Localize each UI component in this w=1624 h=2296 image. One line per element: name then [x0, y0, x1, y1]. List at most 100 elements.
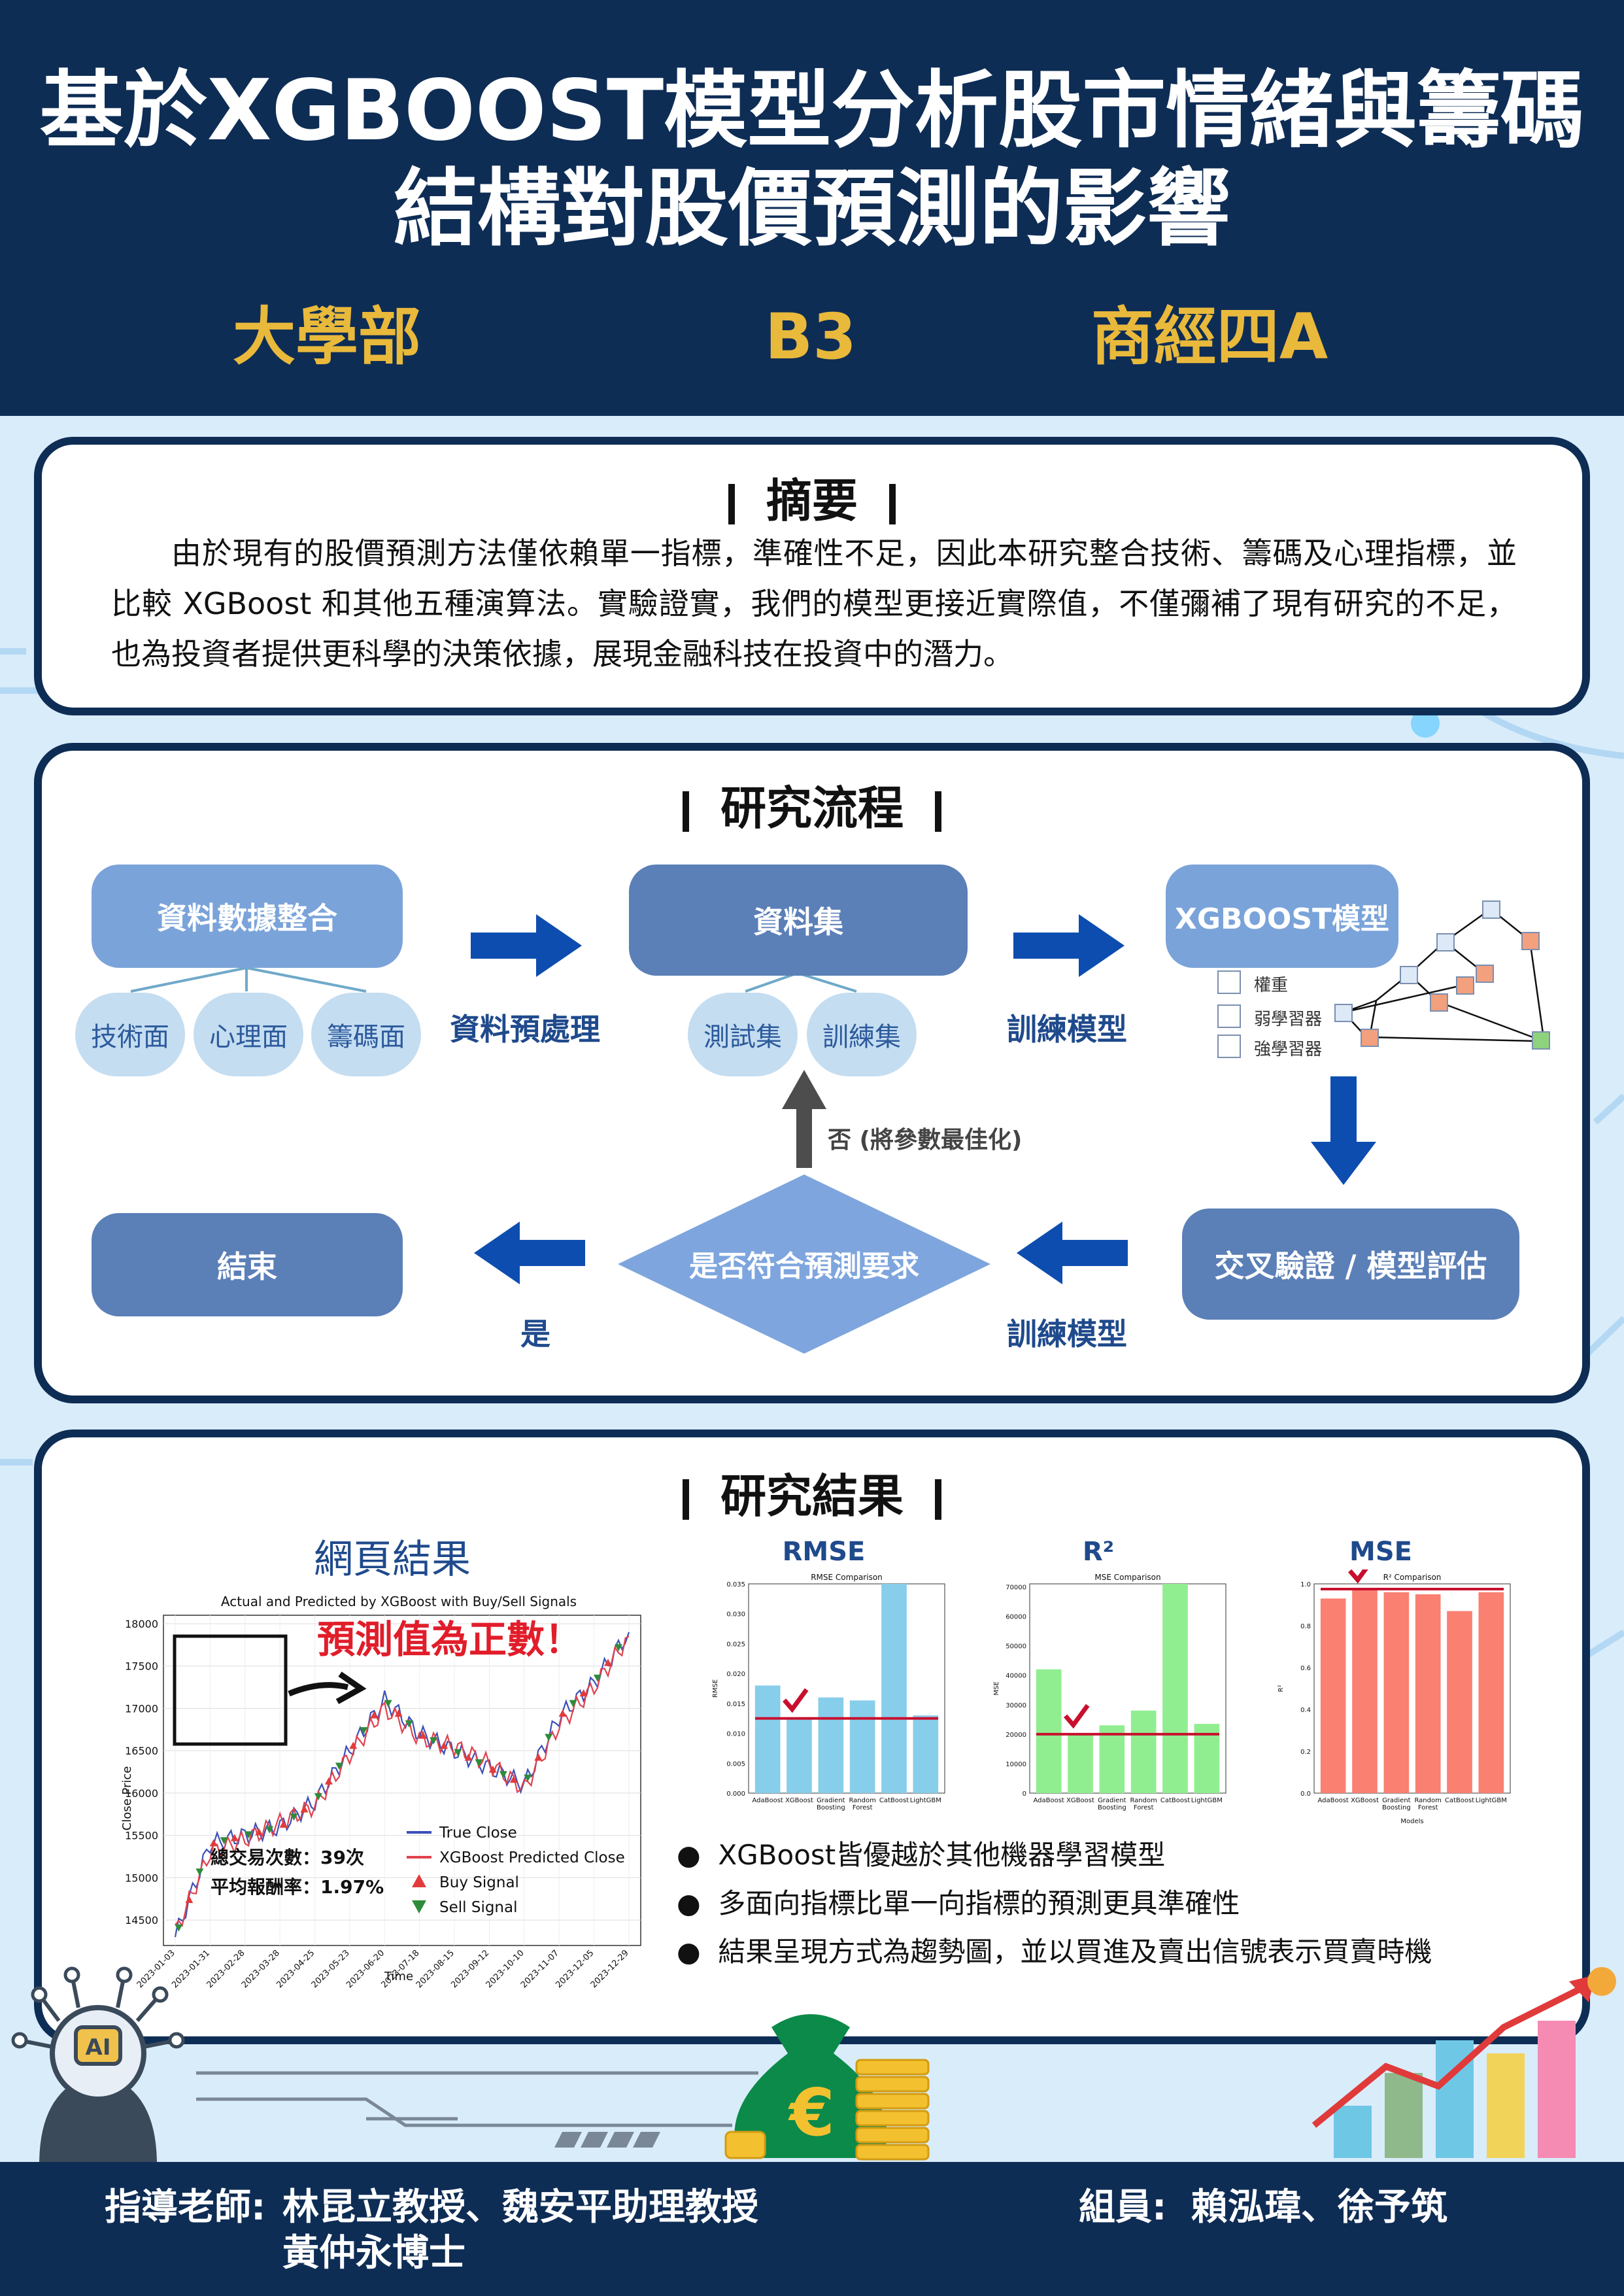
sell-signal-marker — [265, 1826, 274, 1834]
buy-signal-marker — [209, 1839, 218, 1847]
y-tick-label: 17000 — [125, 1702, 158, 1715]
bar-chart-frame — [1029, 1583, 1226, 1794]
buy-signal-marker — [300, 1805, 309, 1813]
y-tick-label: 0.020 — [726, 1671, 745, 1678]
sell-signal-marker — [360, 1727, 368, 1735]
bar — [1320, 1598, 1346, 1793]
legend-weight: 權重 — [1254, 976, 1289, 995]
legend-sell-signal: Sell Signal — [439, 1899, 518, 1916]
cross-validation-box: 交叉驗證 / 模型評估 — [1182, 1208, 1519, 1320]
buy-signal-marker — [509, 1775, 518, 1783]
r2-heading: R² — [1082, 1537, 1115, 1567]
results-bullet: ● 結果呈現方式為趨勢圖，並以買進及賣出信號表示買賣時機 — [677, 1936, 1432, 1968]
x-tick-label: Random — [1130, 1797, 1157, 1804]
x-tick-label: Gradient — [1382, 1797, 1411, 1804]
x-tick-label: Boosting — [1382, 1804, 1411, 1811]
rmse-bar-chart: RMSE Comparison0.0000.0050.0100.0150.020… — [712, 1573, 945, 1811]
buy-signal-marker — [349, 1741, 358, 1749]
y-tick-label: 0.025 — [726, 1641, 745, 1648]
buy-signal-marker — [440, 1741, 448, 1749]
end-box: 結束 — [92, 1213, 403, 1316]
checkmark-icon — [1348, 1569, 1368, 1584]
x-tick-label: XGBoost — [1066, 1797, 1094, 1804]
y-tick-label: 0.4 — [1300, 1707, 1311, 1714]
data-integration-box: 資料數據整合 — [92, 865, 403, 968]
y-tick-label: 10000 — [1006, 1761, 1026, 1768]
poster-title-line-2: 結構對股價預測的影響 — [393, 160, 1230, 258]
line-chart-xlabel: Time — [384, 1970, 413, 1983]
x-tick-label: Random — [1414, 1797, 1441, 1804]
growth-chart-icon — [1311, 1967, 1616, 2158]
buy-signal-marker — [324, 1777, 333, 1785]
x-tick-label: AdaBoost — [752, 1797, 783, 1804]
bar-chart-title: MSE Comparison — [1094, 1573, 1160, 1582]
web-results-heading: 網頁結果 — [314, 1537, 471, 1583]
bar — [913, 1715, 939, 1793]
line-chart-legend: True Close XGBoost Predicted Close Buy S… — [407, 1825, 625, 1916]
arrow-right-icon — [471, 914, 582, 977]
x-tick-label: Boosting — [1098, 1804, 1126, 1811]
y-tick-label: 50000 — [1006, 1643, 1026, 1651]
r2-bar-chart: R² Comparison0.00.20.40.60.81.0R²AdaBoos… — [1277, 1569, 1511, 1825]
bullet-text: 多面向指標比單一向指標的預測更具準確性 — [718, 1887, 1240, 1919]
legend-predicted-close: XGBoost Predicted Close — [439, 1849, 625, 1866]
y-tick-label: 18000 — [125, 1618, 158, 1630]
x-tick-label: Gradient — [1098, 1797, 1126, 1804]
decor-illustrations: AI € — [11, 1966, 1616, 2165]
circuit-lines — [196, 2071, 758, 2127]
decision-label: 是否符合預測要求 — [689, 1250, 919, 1283]
buy-signal-marker — [394, 1709, 403, 1717]
advisor-names-2: 黃仲永博士 — [282, 2232, 465, 2274]
buy-signal-marker — [255, 1828, 263, 1836]
y-tick-label: 0.005 — [726, 1760, 745, 1768]
abstract-title: 摘要 — [766, 474, 858, 528]
mse-bar-chart: MSE Comparison01000020000300004000050000… — [993, 1573, 1226, 1811]
y-tick-label: 14500 — [125, 1914, 158, 1927]
bar — [1130, 1710, 1157, 1793]
legend-strong-learner: 強學習器 — [1254, 1040, 1323, 1059]
abstract-panel — [34, 437, 1590, 715]
buy-signal-marker — [230, 1834, 239, 1842]
header-banner — [0, 0, 1624, 416]
y-tick-label: 15500 — [125, 1830, 158, 1842]
x-tick-label: Forest — [1418, 1804, 1438, 1811]
bar — [1478, 1592, 1504, 1793]
bar — [849, 1700, 875, 1793]
sell-signal-icon — [412, 1900, 426, 1913]
euro-symbol: € — [788, 2074, 835, 2151]
x-tick-label: XGBoost — [1351, 1797, 1379, 1804]
arrow-left-icon — [1017, 1222, 1128, 1284]
sell-signal-marker — [245, 1831, 253, 1839]
poster-title-line-1: 基於XGBOOST模型分析股市情緒與籌碼 — [39, 62, 1585, 160]
results-bullet: ● XGBoost皆優越於其他機器學習模型 — [677, 1839, 1166, 1871]
decision-diamond — [618, 1174, 990, 1354]
sell-signal-marker — [335, 1762, 343, 1770]
line-chart-title: Actual and Predicted by XGBoost with Buy… — [221, 1594, 577, 1609]
callout-arrow-head — [335, 1671, 367, 1704]
y-tick-label: 15000 — [125, 1872, 158, 1884]
y-tick-label: 16000 — [125, 1787, 158, 1800]
results-title: 研究結果 — [720, 1469, 904, 1523]
bar — [787, 1718, 812, 1793]
buy-signal-marker — [579, 1689, 588, 1697]
x-tick-label: LightGBM — [910, 1797, 941, 1804]
buy-signal-icon — [412, 1874, 426, 1887]
bar-chart-ylabel: MSE — [993, 1681, 1000, 1695]
legend-buy-signal: Buy Signal — [439, 1874, 519, 1891]
pill-psychological: 心理面 — [194, 993, 303, 1076]
y-tick-label: 30000 — [1006, 1702, 1026, 1709]
arrow-right-icon — [1013, 914, 1125, 977]
y-tick-label: 17500 — [125, 1660, 158, 1673]
members-label: 組員: — [1079, 2186, 1167, 2229]
heading-bar-left — [683, 1479, 689, 1520]
x-tick-label: LightGBM — [1191, 1797, 1223, 1804]
zoom-box — [173, 1634, 288, 1746]
bar — [1068, 1734, 1093, 1793]
x-tick-label: LightGBM — [1476, 1797, 1507, 1804]
sell-signal-marker — [614, 1644, 622, 1652]
sell-signal-marker — [290, 1813, 298, 1821]
yes-label: 是 — [520, 1316, 550, 1352]
buy-signal-marker — [185, 1896, 194, 1904]
buy-signal-marker — [558, 1709, 567, 1717]
y-tick-label: 0 — [1023, 1791, 1026, 1798]
